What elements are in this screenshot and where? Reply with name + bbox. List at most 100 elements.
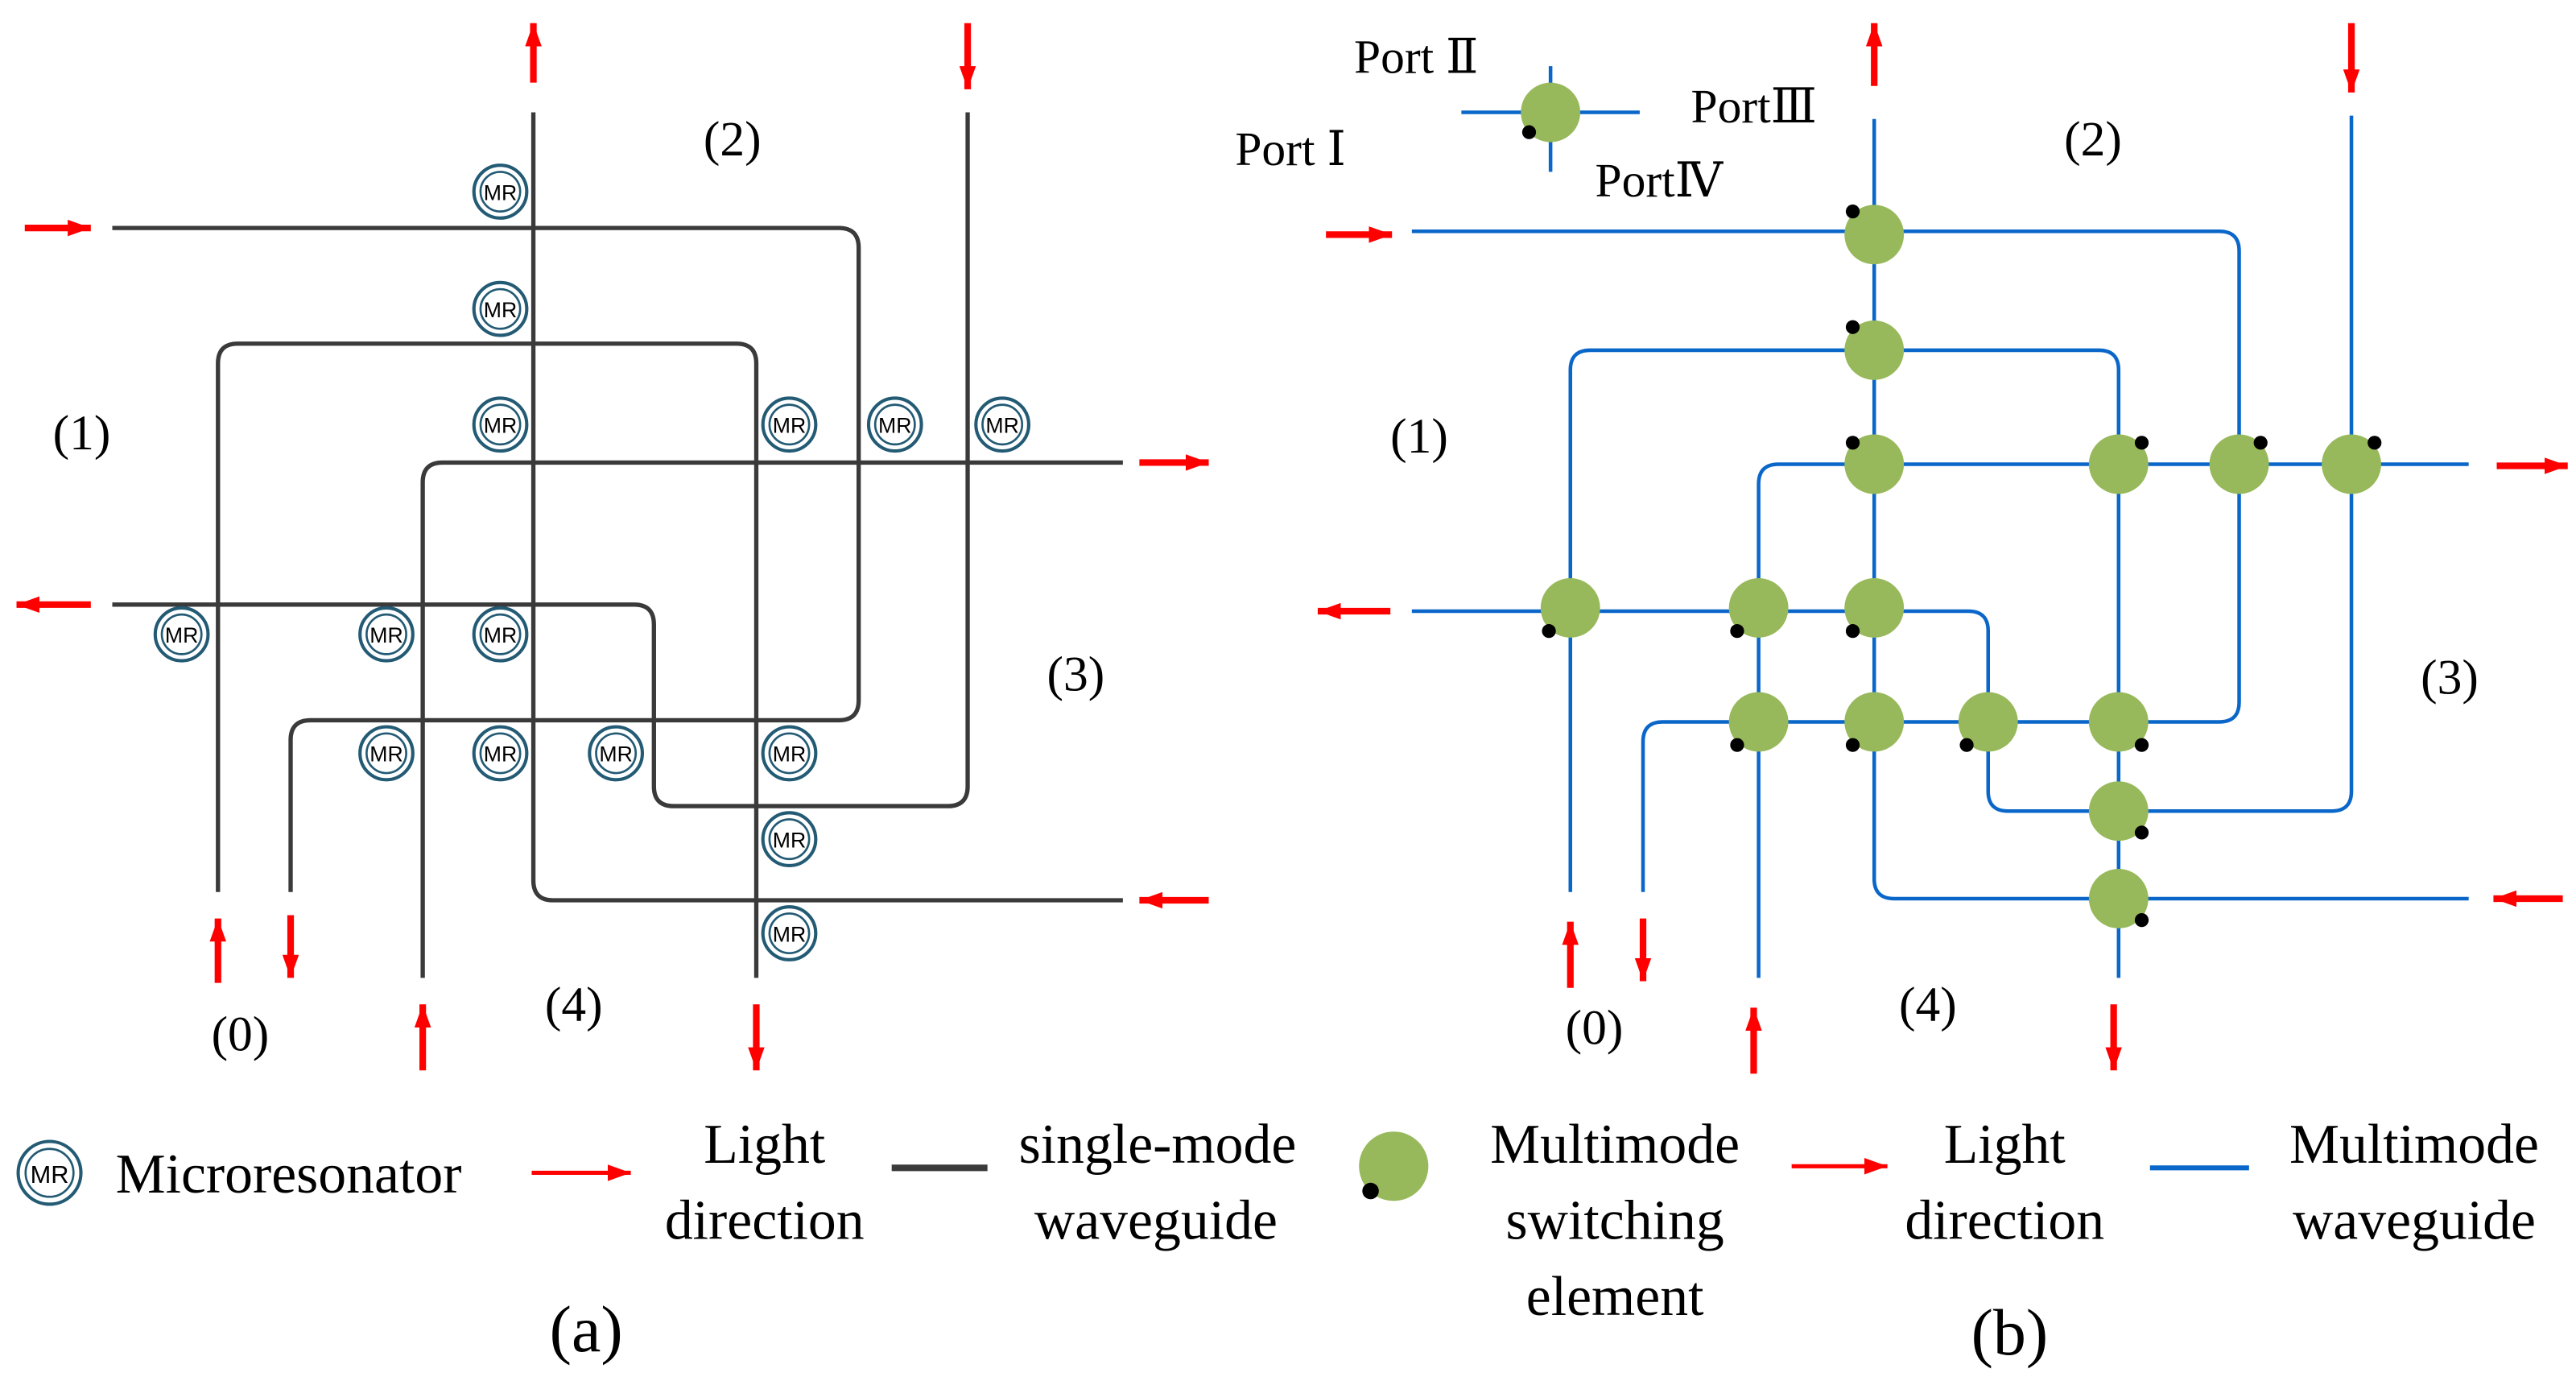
panel-b-port-labels: (1) (2) (3) (0) (4)	[1390, 112, 2479, 1056]
microresonator-icon: MR	[761, 811, 818, 867]
port-label-a-3: (3)	[1047, 647, 1105, 702]
legend-mm-switch-line2: switching	[1506, 1190, 1724, 1252]
microresonator-icon: MR	[153, 606, 210, 663]
switch-element-icon	[2209, 434, 2269, 494]
port-label-a-4: (4)	[545, 978, 603, 1032]
legend: MR Microresonator Light direction single…	[16, 1114, 2539, 1328]
waveguide-b-4	[1411, 115, 2354, 813]
mr-label: MR	[484, 623, 517, 647]
mr-label: MR	[985, 414, 1018, 438]
microresonator-icon: MR	[472, 606, 529, 663]
mr-label: MR	[484, 414, 517, 438]
legend-microresonator-icon: MR	[16, 1139, 83, 1206]
port-label-b-2: (2)	[2064, 112, 2122, 167]
waveguide-b-3	[1757, 462, 2469, 978]
panel-a-port-labels: (1) (2) (3) (0) (4)	[53, 112, 1105, 1062]
legend-switch-element-icon	[1359, 1131, 1429, 1201]
panel-a-microresonators: MR MR MR MR MR MR MR MR MR MR MR MR MR M…	[153, 163, 1030, 961]
port-label-b-0: (0)	[1566, 1000, 1624, 1055]
switch-element-icon	[1958, 692, 2018, 752]
mr-label: MR	[773, 828, 806, 852]
waveguide-b-5	[1872, 118, 2469, 901]
port-label-a-0: (0)	[212, 1007, 270, 1062]
microresonator-icon: MR	[472, 280, 529, 337]
legend-mm-wg-line2: waveguide	[2293, 1190, 2536, 1252]
mr-label: MR	[484, 180, 517, 205]
panel-b-arrows	[1317, 23, 2568, 1074]
switch-element-icon	[2322, 434, 2382, 494]
port-label-b-4: (4)	[1899, 978, 1957, 1032]
panel-a-arrows	[16, 23, 1209, 1071]
panel-b-switching-elements	[1521, 82, 2382, 928]
panel-b: Port Ⅱ Port Ⅰ PortⅢ PortⅣ (1) (2) (3) (0…	[1235, 23, 2568, 1074]
port-label-i: Port Ⅰ	[1235, 122, 1346, 176]
caption-a: (a)	[550, 1292, 623, 1366]
port-label-iv: PortⅣ	[1596, 154, 1724, 207]
legend-sm-line1: single-mode	[1019, 1114, 1297, 1176]
microresonator-icon: MR	[472, 163, 529, 220]
switch-element-icon	[1728, 578, 1789, 639]
waveguide-a-5	[530, 112, 1123, 903]
legend-light-a-line1: Light	[704, 1114, 825, 1176]
microresonator-icon: MR	[866, 396, 923, 453]
microresonator-icon: MR	[761, 725, 818, 782]
panel-b-waveguides	[1411, 66, 2469, 978]
microresonator-icon: MR	[761, 905, 818, 961]
switch-element-icon	[2088, 434, 2149, 494]
mr-label: MR	[369, 742, 402, 767]
waveguide-b-2	[1568, 348, 2121, 978]
mr-label: MR	[773, 742, 806, 767]
mr-label: MR	[165, 623, 198, 647]
waveguide-b-1	[1411, 229, 2241, 892]
mr-label: MR	[773, 922, 806, 946]
switch-element-icon	[1844, 692, 1905, 752]
mr-label: MR	[599, 742, 632, 767]
switch-element-icon	[1844, 205, 1905, 265]
panel-a: MR MR MR MR MR MR MR MR MR MR MR MR MR M…	[16, 23, 1209, 1071]
waveguide-a-4	[112, 112, 970, 808]
switch-element-icon	[2088, 781, 2149, 841]
mr-label: MR	[484, 742, 517, 767]
waveguide-a-3	[420, 460, 1123, 978]
mr-label: MR	[773, 414, 806, 438]
port-label-a-1: (1)	[53, 406, 111, 461]
legend-light-a-line2: direction	[665, 1190, 865, 1252]
mr-label: MR	[484, 298, 517, 322]
microresonator-icon: MR	[358, 606, 415, 663]
legend-mm-wg-line1: Multimode	[2289, 1114, 2539, 1176]
switch-element-icon	[1521, 82, 1581, 143]
microresonator-icon: MR	[358, 725, 415, 782]
switch-element-icon	[1844, 578, 1905, 639]
legend-mr-label: MR	[31, 1160, 69, 1189]
microresonator-icon: MR	[472, 396, 529, 453]
microresonator-icon: MR	[761, 396, 818, 453]
microresonator-icon: MR	[974, 396, 1030, 453]
port-label-b-1: (1)	[1390, 409, 1448, 464]
port-label-a-2: (2)	[704, 112, 762, 167]
microresonator-icon: MR	[588, 725, 644, 782]
switch-element-icon	[1844, 320, 1905, 380]
panel-b-element-port-labels: Port Ⅱ Port Ⅰ PortⅢ PortⅣ	[1235, 30, 1817, 207]
waveguide-a-1	[112, 225, 861, 892]
legend-mm-switch-line1: Multimode	[1490, 1114, 1740, 1176]
switch-element-icon	[1540, 578, 1600, 639]
legend-mm-switch-line3: element	[1526, 1266, 1704, 1328]
switch-element-icon	[1844, 434, 1905, 494]
port-label-iii: PortⅢ	[1691, 80, 1817, 133]
mr-label: MR	[369, 623, 402, 647]
port-label-b-3: (3)	[2421, 651, 2479, 705]
caption-b: (b)	[1971, 1296, 2049, 1369]
microresonator-icon: MR	[472, 725, 529, 782]
legend-microresonator: Microresonator	[116, 1143, 462, 1205]
waveguide-a-2	[216, 341, 759, 978]
switch-element-icon	[2088, 692, 2149, 752]
switch-element-icon	[1728, 692, 1789, 752]
switch-element-icon	[2088, 869, 2149, 928]
legend-light-b-line1: Light	[1944, 1114, 2066, 1176]
panel-a-waveguides	[112, 112, 1123, 978]
port-label-ii: Port Ⅱ	[1354, 30, 1478, 83]
legend-light-b-line2: direction	[1905, 1190, 2104, 1252]
mr-label: MR	[878, 414, 911, 438]
legend-sm-line2: waveguide	[1034, 1190, 1278, 1252]
